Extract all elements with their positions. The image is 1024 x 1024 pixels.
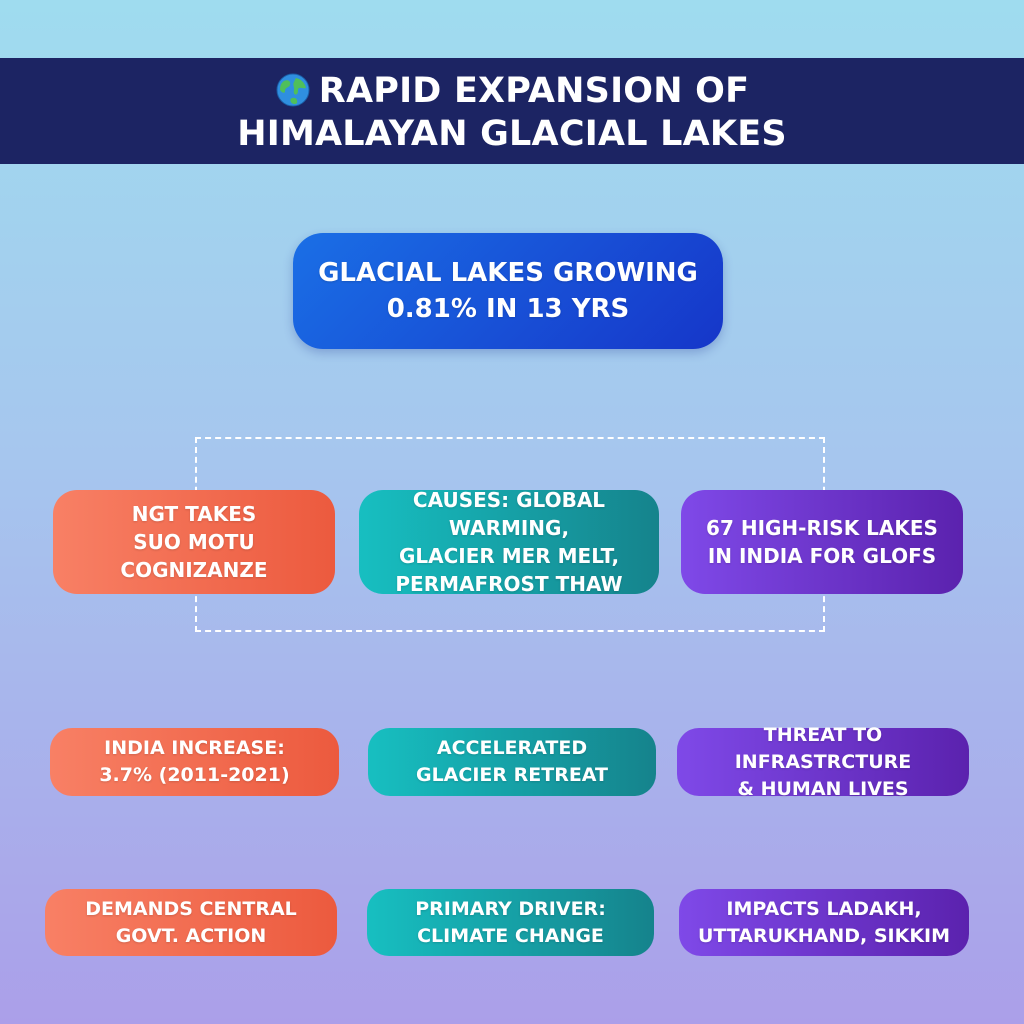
threat-text: THREAT TO INFRASTRCTURE & HUMAN LIVES: [734, 723, 912, 800]
title-line-1-text: RAPID EXPANSION OF: [318, 71, 750, 111]
title-line-2: HIMALAYAN GLACIAL LAKES: [237, 114, 787, 154]
ngt-cognizance-text: NGT TAKES SUO MOTU COGNIZANZE: [120, 502, 268, 582]
title-banner: [0, 58, 1024, 164]
threat-box: THREAT TO INFRASTRCTURE & HUMAN LIVES: [677, 724, 969, 800]
primary-driver-box: PRIMARY DRIVER: CLIMATE CHANGE: [367, 889, 654, 956]
impacts-box: IMPACTS LADAKH, UTTARUKHAND, SIKKIM: [679, 889, 969, 956]
causes-text: CAUSES: GLOBAL WARMING, GLACIER MER MELT…: [395, 488, 623, 596]
india-increase-text: INDIA INCREASE: 3.7% (2011-2021): [99, 737, 290, 786]
glacier-retreat-box: ACCELERATED GLACIER RETREAT: [368, 728, 656, 796]
title-line-1: RAPID EXPANSION OF: [120, 70, 904, 113]
page-title: RAPID EXPANSION OF HIMALAYAN GLACIAL LAK…: [120, 70, 904, 156]
impacts-text: IMPACTS LADAKH, UTTARUKHAND, SIKKIM: [697, 897, 951, 947]
main-statistic-text: GLACIAL LAKES GROWING 0.81% IN 13 YRS: [318, 258, 698, 324]
glacier-retreat-text: ACCELERATED GLACIER RETREAT: [415, 737, 608, 786]
india-increase-box: INDIA INCREASE: 3.7% (2011-2021): [50, 728, 339, 796]
ngt-cognizance-box: NGT TAKES SUO MOTU COGNIZANZE: [53, 490, 335, 594]
high-risk-lakes-text: 67 HIGH-RISK LAKES IN INDIA FOR GLOFS: [706, 516, 938, 568]
primary-driver-text: PRIMARY DRIVER: CLIMATE CHANGE: [415, 897, 606, 947]
main-statistic-box: GLACIAL LAKES GROWING 0.81% IN 13 YRS: [293, 233, 723, 349]
high-risk-lakes-box: 67 HIGH-RISK LAKES IN INDIA FOR GLOFS: [681, 490, 963, 594]
demands-action-text: DEMANDS CENTRAL GOVT. ACTION: [85, 897, 297, 947]
globe-icon: [276, 73, 310, 107]
causes-box: CAUSES: GLOBAL WARMING, GLACIER MER MELT…: [359, 488, 659, 596]
demands-action-box: DEMANDS CENTRAL GOVT. ACTION: [45, 889, 337, 956]
